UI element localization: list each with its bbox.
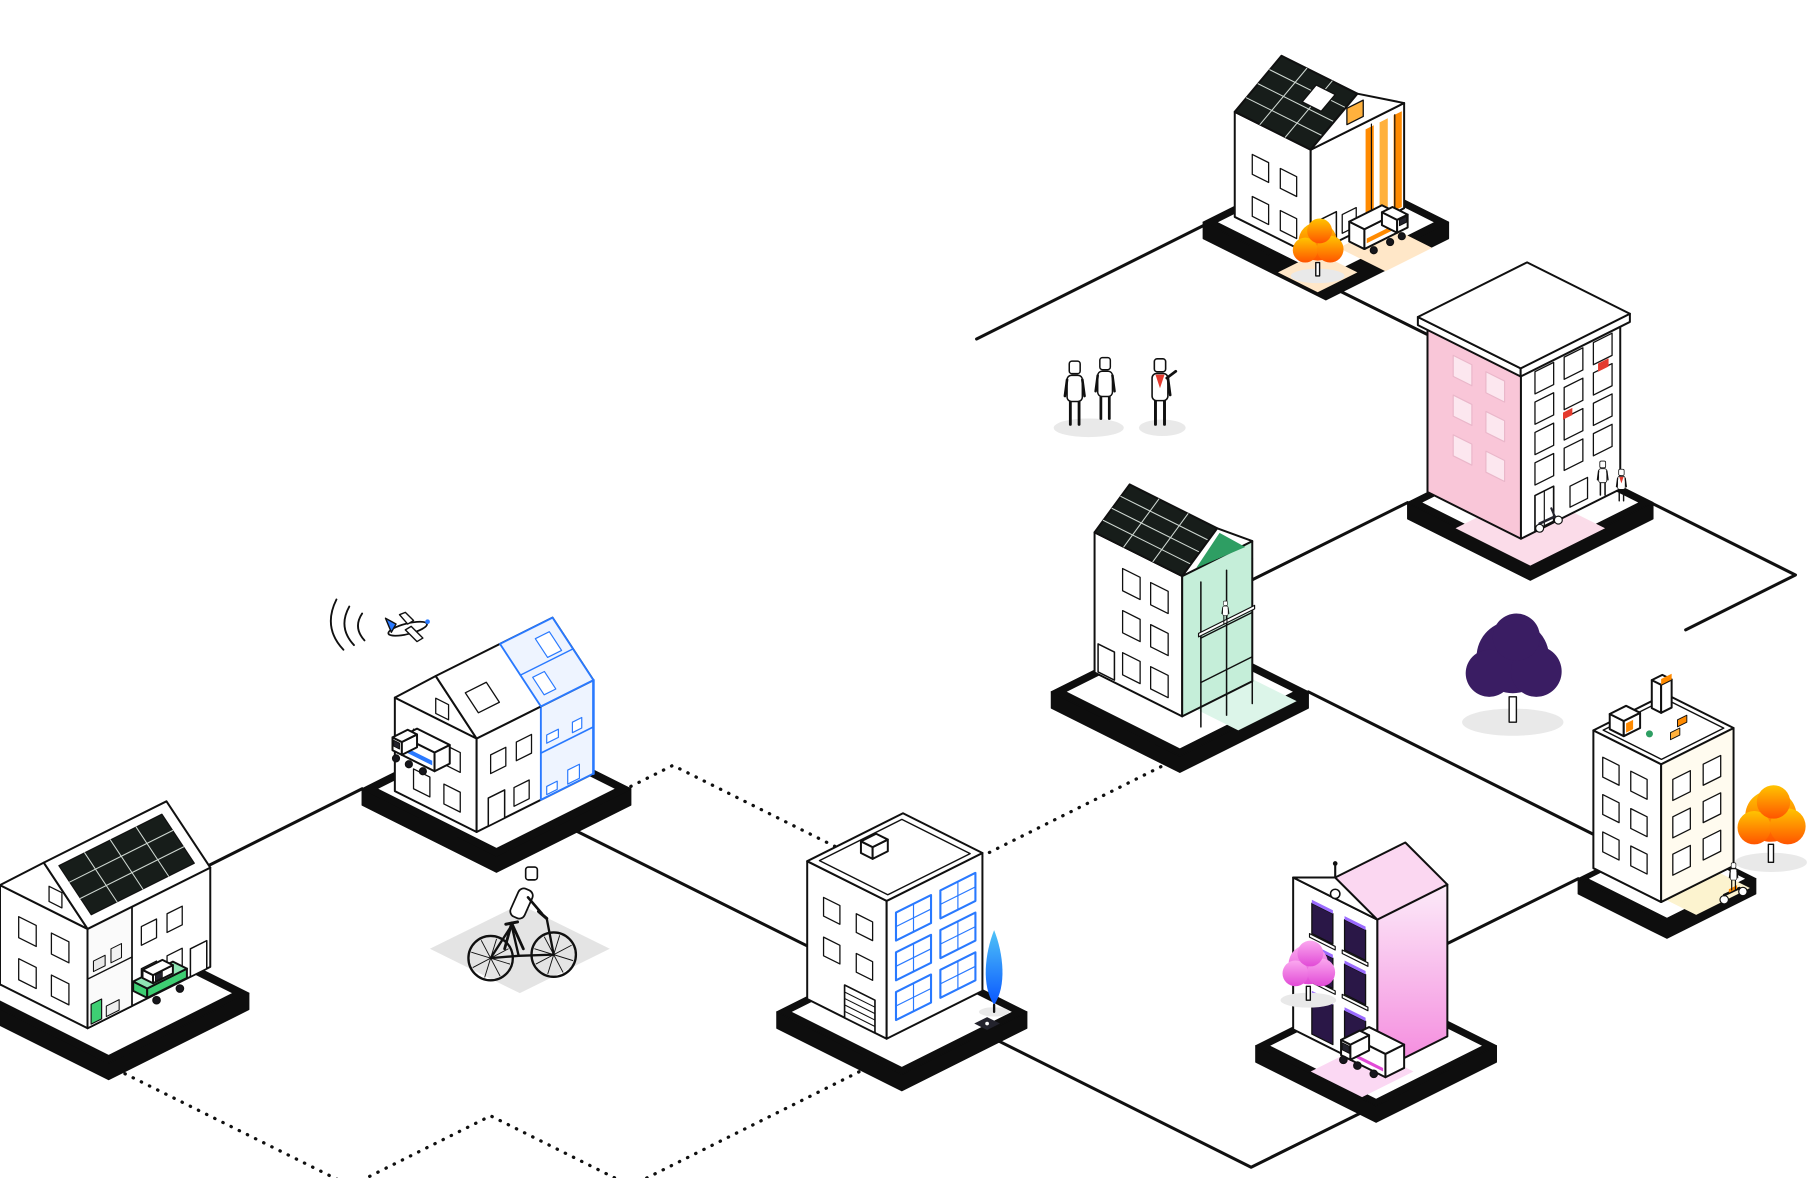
- green-car: [132, 958, 188, 1005]
- blue-tree: [978, 930, 1010, 1017]
- person: [1151, 358, 1178, 426]
- people-talking-people: [1053, 356, 1186, 438]
- building-renovation-house: [1202, 54, 1450, 301]
- connection-solid-green-solar-house--rooftop-garden-building: [1306, 690, 1626, 852]
- tree-purple-tree: [1462, 613, 1564, 736]
- connection-paths: [107, 223, 1797, 1178]
- connection-solid-renovation-house--talking-people: [975, 223, 1208, 341]
- building-blue-office: [776, 812, 1028, 1092]
- delivery-van: [1339, 1026, 1406, 1079]
- connection-solid-purple-ornate-building--blue-office: [983, 1032, 1378, 1169]
- connection-solid-rooftop-garden-building--purple-ornate-building: [1435, 877, 1580, 951]
- person: [1094, 356, 1116, 420]
- magenta-tree: [1280, 940, 1337, 1008]
- building-left-cutaway-house: [0, 800, 250, 1081]
- connection-solid-pink-apartment--city-edge: [1649, 501, 1797, 632]
- orange-tree: [1734, 785, 1807, 872]
- connection-solid-smart-home--blue-office: [562, 823, 822, 954]
- orange-tree: [1290, 218, 1345, 284]
- building-smart-home: [329, 598, 632, 873]
- worker: [1221, 600, 1230, 625]
- signal-arcs: [329, 598, 366, 651]
- cyclist-cyclist: [429, 866, 610, 994]
- delivery-truck: [1348, 204, 1409, 255]
- resident: [1596, 460, 1609, 496]
- airplane: [384, 611, 430, 643]
- connection-dotted-smart-home--green-solar-house: [629, 756, 1180, 890]
- purple-tree-canopy: [1462, 613, 1564, 736]
- person: [1063, 360, 1086, 426]
- rooftop-terrace: [1608, 673, 1688, 741]
- connection-dotted-left-cutaway-house--blue-office: [107, 1062, 876, 1178]
- nodes: [0, 54, 1807, 1123]
- scaffolding: [1197, 557, 1256, 728]
- delivery-truck: [391, 727, 451, 776]
- building-purple-ornate-building: [1255, 841, 1498, 1123]
- scooter: [1535, 507, 1563, 533]
- moped-rider: [1719, 862, 1748, 905]
- person: [1728, 862, 1739, 891]
- building-green-solar-house: [1050, 483, 1309, 773]
- building-pink-apartment: [1407, 261, 1654, 581]
- resident: [1615, 468, 1627, 502]
- building-rooftop-garden-building: [1577, 673, 1807, 939]
